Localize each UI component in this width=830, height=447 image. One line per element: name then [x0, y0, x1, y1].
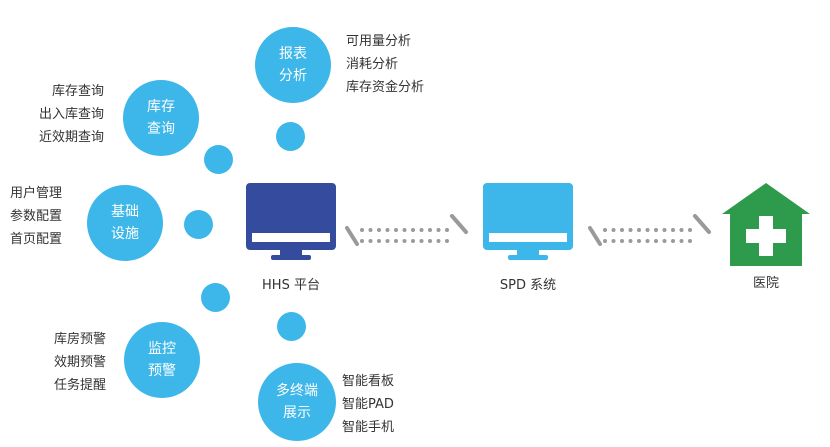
inventory-query-title: 库存 查询 [147, 99, 175, 137]
list-item: 效期预警 [54, 355, 107, 370]
monitor-warning-bubble: 监控 预警 [124, 322, 200, 398]
list-item: 智能看板 [342, 374, 395, 389]
monitor-warning-items: 库房预警 效期预警 任务提醒 [54, 328, 106, 397]
connector-dot-mark [645, 228, 650, 232]
hospital-icon [722, 183, 810, 266]
connector-dot-mark [394, 228, 398, 232]
connector-dot-mark [394, 239, 398, 243]
connector-dot-mark [411, 239, 415, 243]
connector-dot-mark [620, 228, 624, 232]
connector-dot-mark [368, 239, 373, 243]
connector-dot-mark [662, 228, 667, 232]
connector-dot [276, 122, 305, 151]
connector-dot-mark [428, 239, 432, 243]
hospital-label: 医院 [752, 276, 779, 291]
connector-dot-mark [611, 228, 616, 232]
spd-hospital-dotted-line [603, 228, 692, 243]
connector-dot-mark [436, 239, 441, 243]
connector-dot-mark [620, 239, 624, 243]
connector-dot [204, 145, 233, 174]
connector-dot-mark [688, 239, 692, 243]
multi-terminal-bubble: 多终端 展示 [258, 363, 336, 441]
connector-dot-mark [377, 228, 381, 232]
list-item: 消耗分析 [346, 57, 399, 72]
hhs-platform-label: HHS 平台 [262, 278, 320, 293]
basic-facility-items: 用户管理 参数配置 首页配置 [10, 182, 62, 251]
list-item: 出入库查询 [38, 107, 104, 122]
connector-dot-mark [662, 239, 667, 243]
connector-dot [201, 283, 230, 312]
connector-dot-mark [688, 228, 692, 232]
connector-dot-mark [428, 228, 432, 232]
list-item: 任务提醒 [54, 378, 107, 393]
connector-dot-mark [679, 239, 684, 243]
spd-system-label: SPD 系统 [499, 278, 557, 293]
connector-dot-mark [637, 228, 641, 232]
connector-dot-mark [611, 239, 616, 243]
connector-dot-mark [445, 239, 449, 243]
spd-hospital-connector [588, 214, 711, 246]
connector-dot-mark [385, 239, 390, 243]
monitor-warning-title: 监控 预警 [148, 341, 176, 379]
connector-dot-mark [645, 239, 650, 243]
report-analysis-title: 报表 分析 [279, 46, 307, 84]
connector-dot-mark [603, 228, 607, 232]
list-item: 可用量分析 [346, 34, 412, 49]
basic-facility-title: 基础 设施 [111, 204, 139, 242]
report-analysis-bubble: 报表 分析 [255, 27, 331, 103]
list-item: 近效期查询 [38, 130, 104, 145]
list-item: 库房预警 [54, 332, 107, 347]
list-item: 库存资金分析 [346, 80, 425, 95]
basic-facility-bubble: 基础 设施 [87, 185, 163, 261]
connector-dot-mark [671, 239, 675, 243]
connector-dot-mark [385, 228, 390, 232]
multi-terminal-items: 智能看板 智能PAD 智能手机 [342, 370, 394, 439]
hhs-spd-dotted-line [360, 228, 449, 243]
connector-dot-mark [368, 228, 373, 232]
connector-dot-mark [419, 239, 424, 243]
connector-dot-mark [603, 239, 607, 243]
connector-dot-mark [637, 239, 641, 243]
connector-dot-mark [402, 228, 407, 232]
connector-dot-mark [402, 239, 407, 243]
connector-dot-mark [628, 228, 633, 232]
list-item: 智能PAD [342, 397, 394, 412]
connector-dot-mark [360, 228, 364, 232]
list-item: 库存查询 [51, 84, 104, 99]
connector-dot-mark [445, 228, 449, 232]
multi-terminal-title: 多终端 展示 [276, 383, 318, 421]
inventory-query-bubble: 库存 查询 [123, 80, 199, 156]
connector-dot-mark [671, 228, 675, 232]
connector-dot-mark [628, 239, 633, 243]
connector-dot-mark [360, 239, 364, 243]
inventory-query-items: 库存查询 出入库查询 近效期查询 [39, 80, 104, 149]
list-item: 参数配置 [10, 209, 63, 224]
report-analysis-items: 可用量分析 消耗分析 库存资金分析 [346, 30, 424, 99]
connector-dot-mark [411, 228, 415, 232]
connector-dot-mark [679, 228, 684, 232]
list-item: 智能手机 [342, 420, 395, 435]
hhs-monitor-icon [246, 183, 336, 260]
connector-dot-mark [654, 239, 658, 243]
connector-dot [184, 210, 213, 239]
connector-dot-mark [377, 239, 381, 243]
spd-monitor-icon [483, 183, 573, 260]
connector-dot-mark [419, 228, 424, 232]
list-item: 用户管理 [10, 186, 63, 201]
connector-dot-mark [436, 228, 441, 232]
connector-dot-mark [654, 228, 658, 232]
hhs-spd-connector [345, 214, 468, 246]
list-item: 首页配置 [10, 232, 63, 247]
connector-dot [277, 312, 306, 341]
